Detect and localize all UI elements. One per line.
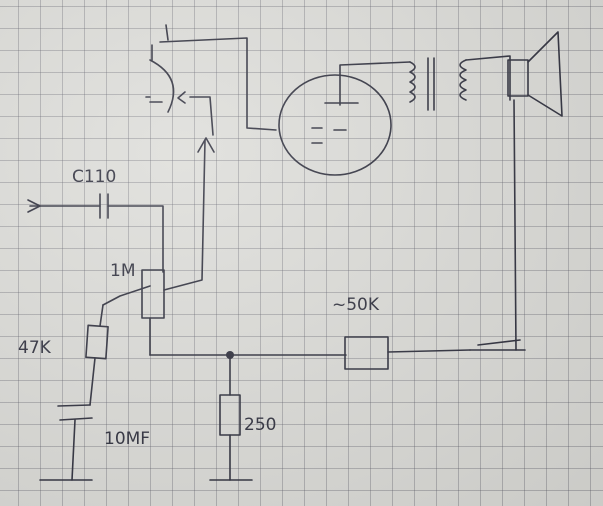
resistor-250: [209, 394, 253, 481]
input-capacitor: [99, 193, 164, 273]
label-resistor-47k: 47K: [18, 338, 52, 358]
loudspeaker-icon: [507, 31, 563, 117]
label-resistor-50k: ~50K: [332, 295, 380, 315]
vacuum-tube: [278, 61, 411, 176]
label-potentiometer: 1M: [110, 261, 135, 281]
label-capacitor-10mf: 10MF: [104, 429, 150, 449]
output-transformer: [409, 55, 511, 111]
label-input-capacitor: C110: [72, 167, 116, 187]
input-arrow: [27, 199, 101, 213]
pickup-element-symbol: [145, 24, 277, 136]
bottom-rail-wire: [149, 351, 347, 396]
resistor-50k: [344, 99, 526, 370]
potentiometer-1m: [102, 137, 215, 356]
capacitor-10mf: [39, 404, 93, 481]
resistor-47k: [85, 304, 109, 406]
label-resistor-250: 250: [244, 415, 276, 435]
